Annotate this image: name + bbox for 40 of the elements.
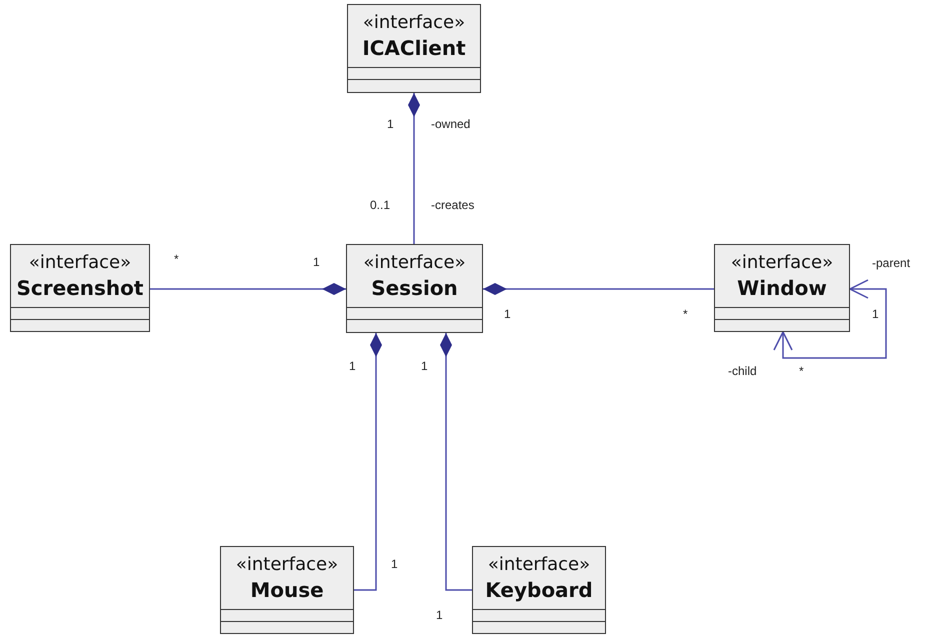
class-box	[714, 244, 850, 332]
multiplicity: 1	[421, 359, 428, 373]
multiplicity: *	[174, 252, 179, 266]
stereotype: «interface»	[28, 251, 132, 275]
class-name: Keyboard	[485, 577, 593, 603]
class-box	[346, 244, 483, 333]
association-line	[354, 333, 382, 591]
association-line	[150, 283, 346, 295]
role-name: -creates	[431, 198, 474, 212]
role-name: -owned	[431, 117, 470, 131]
class-name: Window	[737, 275, 827, 301]
stereotype: «interface»	[488, 553, 590, 577]
multiplicity: 1	[349, 359, 356, 373]
multiplicity: 1	[436, 608, 443, 622]
association-line	[408, 93, 420, 244]
class-box	[220, 546, 354, 634]
multiplicity: 1	[504, 307, 511, 321]
class-name: Screenshot	[16, 275, 144, 301]
role-name: -parent	[872, 256, 910, 270]
role-name: -child	[728, 364, 757, 378]
stereotype: «interface»	[362, 11, 466, 35]
association-line	[483, 283, 714, 295]
multiplicity: 1	[872, 307, 879, 321]
class-box	[347, 4, 481, 93]
multiplicity: *	[683, 307, 688, 321]
stereotype: «interface»	[236, 553, 338, 577]
class-name: Session	[371, 275, 458, 301]
stereotype: «interface»	[730, 251, 834, 275]
multiplicity: 1	[313, 255, 320, 269]
association-line	[773, 279, 887, 359]
class-name: ICAClient	[362, 35, 466, 61]
multiplicity: 1	[387, 117, 394, 131]
multiplicity: 1	[391, 557, 398, 571]
multiplicity: 0..1	[370, 198, 390, 212]
class-box	[10, 244, 150, 332]
multiplicity: *	[799, 364, 804, 378]
stereotype: «interface»	[363, 251, 466, 275]
class-box	[472, 546, 606, 634]
association-line	[440, 333, 472, 591]
class-name: Mouse	[250, 577, 324, 603]
